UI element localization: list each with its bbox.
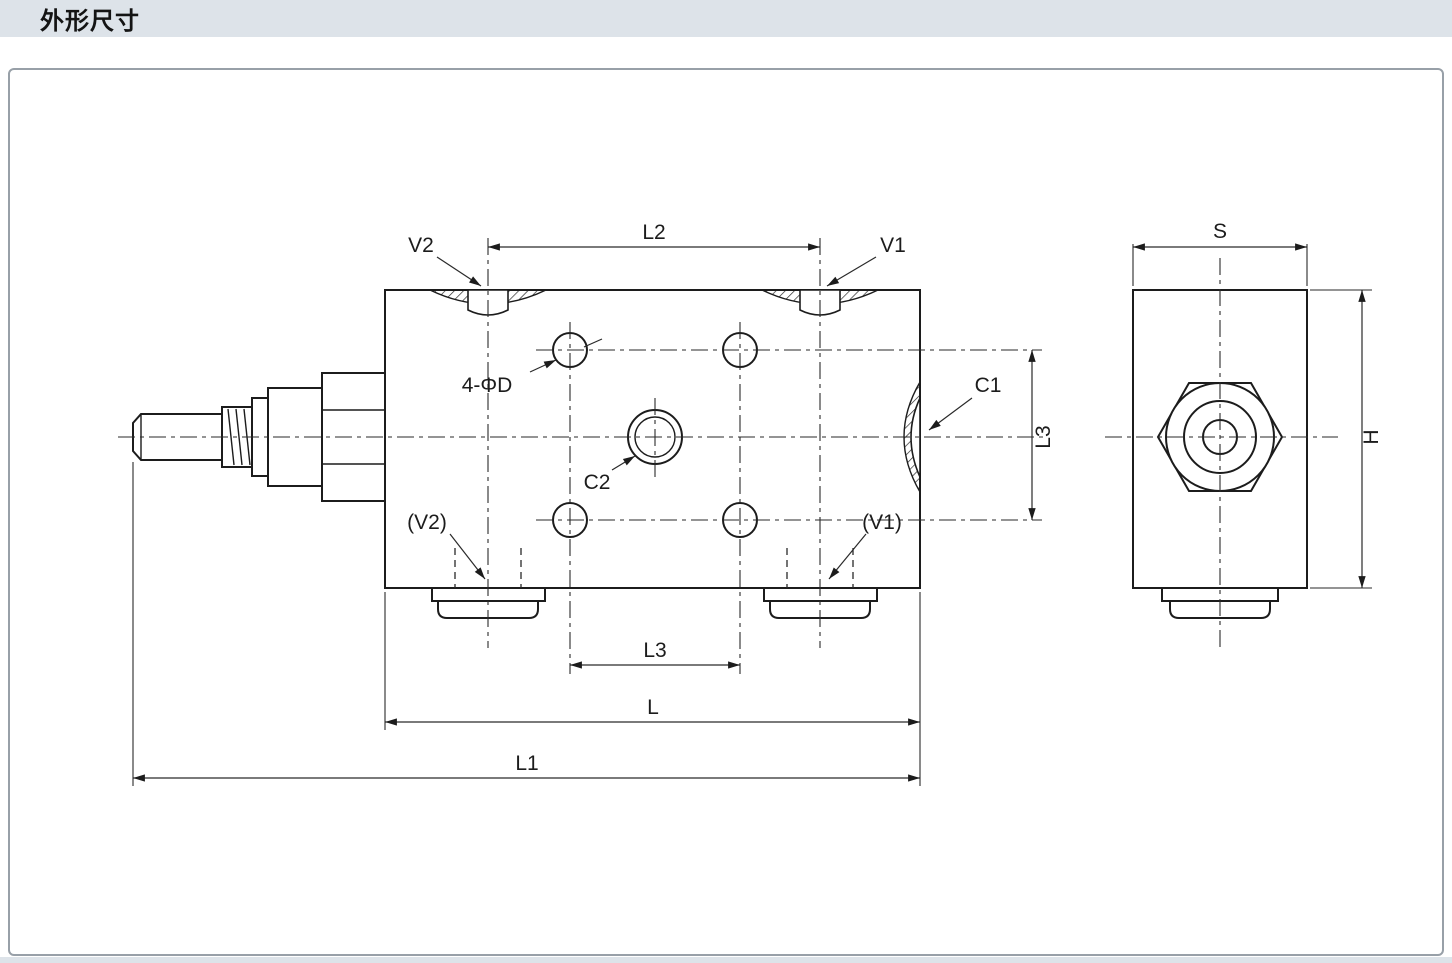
- label-l3-right: L3: [1032, 425, 1055, 448]
- label-l2: L2: [642, 221, 665, 244]
- label-l: L: [647, 696, 659, 719]
- port-v2-top: [429, 289, 547, 316]
- centerlines: [118, 238, 1338, 674]
- label-l3-bottom: L3: [643, 639, 666, 662]
- label-v1-bottom: (V1): [862, 511, 902, 534]
- leader-v1-top: [826, 256, 877, 287]
- label-c2: C2: [584, 471, 611, 494]
- leader-hole-callout: [529, 359, 557, 373]
- label-s: S: [1213, 220, 1227, 243]
- front-view: [132, 289, 921, 619]
- center-port-c2-inner: [634, 416, 676, 458]
- leader-c1: [928, 397, 973, 431]
- label-hole-callout: 4-ΦD: [462, 374, 513, 397]
- leader-c2: [611, 455, 636, 471]
- label-h: H: [1360, 429, 1383, 444]
- label-v2-top: V2: [408, 234, 434, 257]
- bottom-section-edge: [0, 957, 1452, 963]
- screw-tip: [132, 413, 223, 461]
- label-l1: L1: [515, 752, 538, 775]
- port-c1-right: [903, 379, 921, 495]
- leader-hole-callout-tail: [583, 338, 603, 348]
- leader-v2-bottom: [449, 533, 486, 580]
- label-v1-top: V1: [880, 234, 906, 257]
- labels: V2 L2 V1 S 4-ΦD C1 L3 C2 (V2) (V1) L3 L …: [407, 220, 1383, 775]
- label-v2-bottom: (V2): [407, 511, 447, 534]
- dimensions: [132, 243, 1372, 786]
- label-c1: C1: [975, 374, 1002, 397]
- leader-v2-top: [436, 256, 482, 287]
- leader-v1-bottom: [828, 533, 867, 580]
- section-title: 外形尺寸: [40, 8, 140, 35]
- section-header: 外形尺寸: [0, 0, 1452, 37]
